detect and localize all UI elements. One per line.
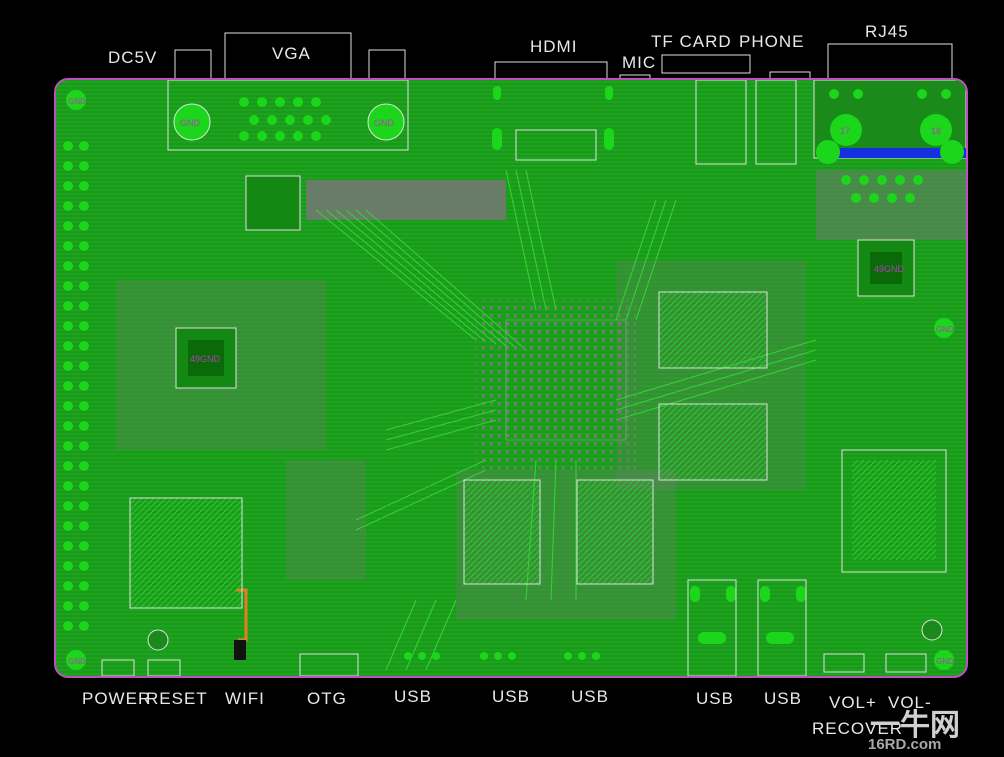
dc5v-label: DC5V xyxy=(108,48,158,67)
mic-label: MIC xyxy=(622,53,657,72)
usb-label-2: USB xyxy=(492,687,530,706)
usb-label-5: USB xyxy=(764,689,802,708)
vga-gnd-right-mark: GND xyxy=(374,118,395,128)
gnd-mark-r: GND xyxy=(936,325,954,334)
vga-label: VGA xyxy=(272,44,311,63)
watermark-site: 16RD.com xyxy=(868,736,942,753)
usb-label-4: USB xyxy=(696,689,734,708)
reset-button-label: RESET xyxy=(146,689,208,708)
rj45-label: RJ45 xyxy=(865,22,909,41)
tf-card-label: TF CARD xyxy=(651,32,732,51)
watermark-logo: 一牛网 xyxy=(870,709,960,742)
gnd-mark-tl: GND xyxy=(68,97,86,106)
phone-label: PHONE xyxy=(739,32,805,51)
recover-label: RECOVER xyxy=(812,719,904,738)
vga-gnd-left-mark: GND xyxy=(180,118,201,128)
wifi-label: WIFI xyxy=(225,689,265,708)
usb-label-3: USB xyxy=(571,687,609,706)
hdmi-label: HDMI xyxy=(530,37,578,56)
pcb-board: GND GND GND GND GND GND xyxy=(54,78,968,678)
vol-plus-label: VOL+ xyxy=(829,693,877,712)
pcb-artwork: GND GND GND GND GND GND xyxy=(56,80,966,676)
pmic-chip-mark: 49GND xyxy=(190,354,221,364)
vol-minus-label: VOL- xyxy=(888,693,932,712)
power-button-label: POWER xyxy=(82,689,152,708)
usb-label-1: USB xyxy=(394,687,432,706)
phy-chip-mark: 49GND xyxy=(874,264,905,274)
rj-pad-18: 18 xyxy=(931,126,941,136)
gnd-mark-br: GND xyxy=(936,657,954,666)
gnd-mark-bl: GND xyxy=(68,657,86,666)
rj-pad-17: 17 xyxy=(840,126,850,136)
otg-label: OTG xyxy=(307,689,347,708)
